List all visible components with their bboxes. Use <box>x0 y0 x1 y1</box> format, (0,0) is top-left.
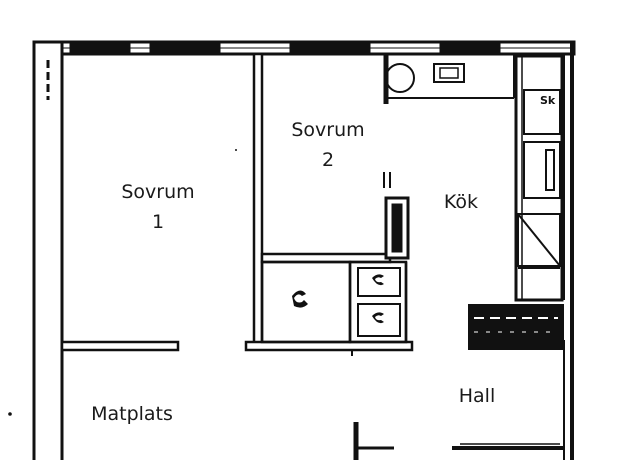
lower-walls <box>353 422 564 460</box>
dot-mark <box>8 412 12 416</box>
room-label-sovrum-1: Sovrum 1 <box>121 181 194 233</box>
bathroom-area <box>385 54 515 99</box>
outer-right-wall <box>563 42 574 460</box>
room-number: 2 <box>322 149 334 171</box>
room-label-kok: Kök <box>444 191 478 213</box>
wardrobe-symbol-icon <box>292 274 384 324</box>
wall-sovrum1-matplats <box>60 340 414 356</box>
outer-left-wall <box>32 40 64 460</box>
room-number: 1 <box>152 211 164 233</box>
room-label-hall: Hall <box>459 385 496 407</box>
outer-top-wall <box>32 40 576 56</box>
wall-sovrum2-kok <box>383 54 410 260</box>
svg-text:Sk: Sk <box>540 94 556 107</box>
closet-block <box>260 252 408 344</box>
room-name: Sovrum <box>291 119 364 141</box>
hall-cabinet <box>468 304 564 350</box>
room-label-sovrum-2: Sovrum 2 <box>291 119 364 171</box>
room-label-matplats: Matplats <box>91 403 173 425</box>
dot-mark <box>235 149 237 151</box>
kitchen-cabinets: Sk <box>514 54 564 302</box>
room-name: Sovrum <box>121 181 194 203</box>
